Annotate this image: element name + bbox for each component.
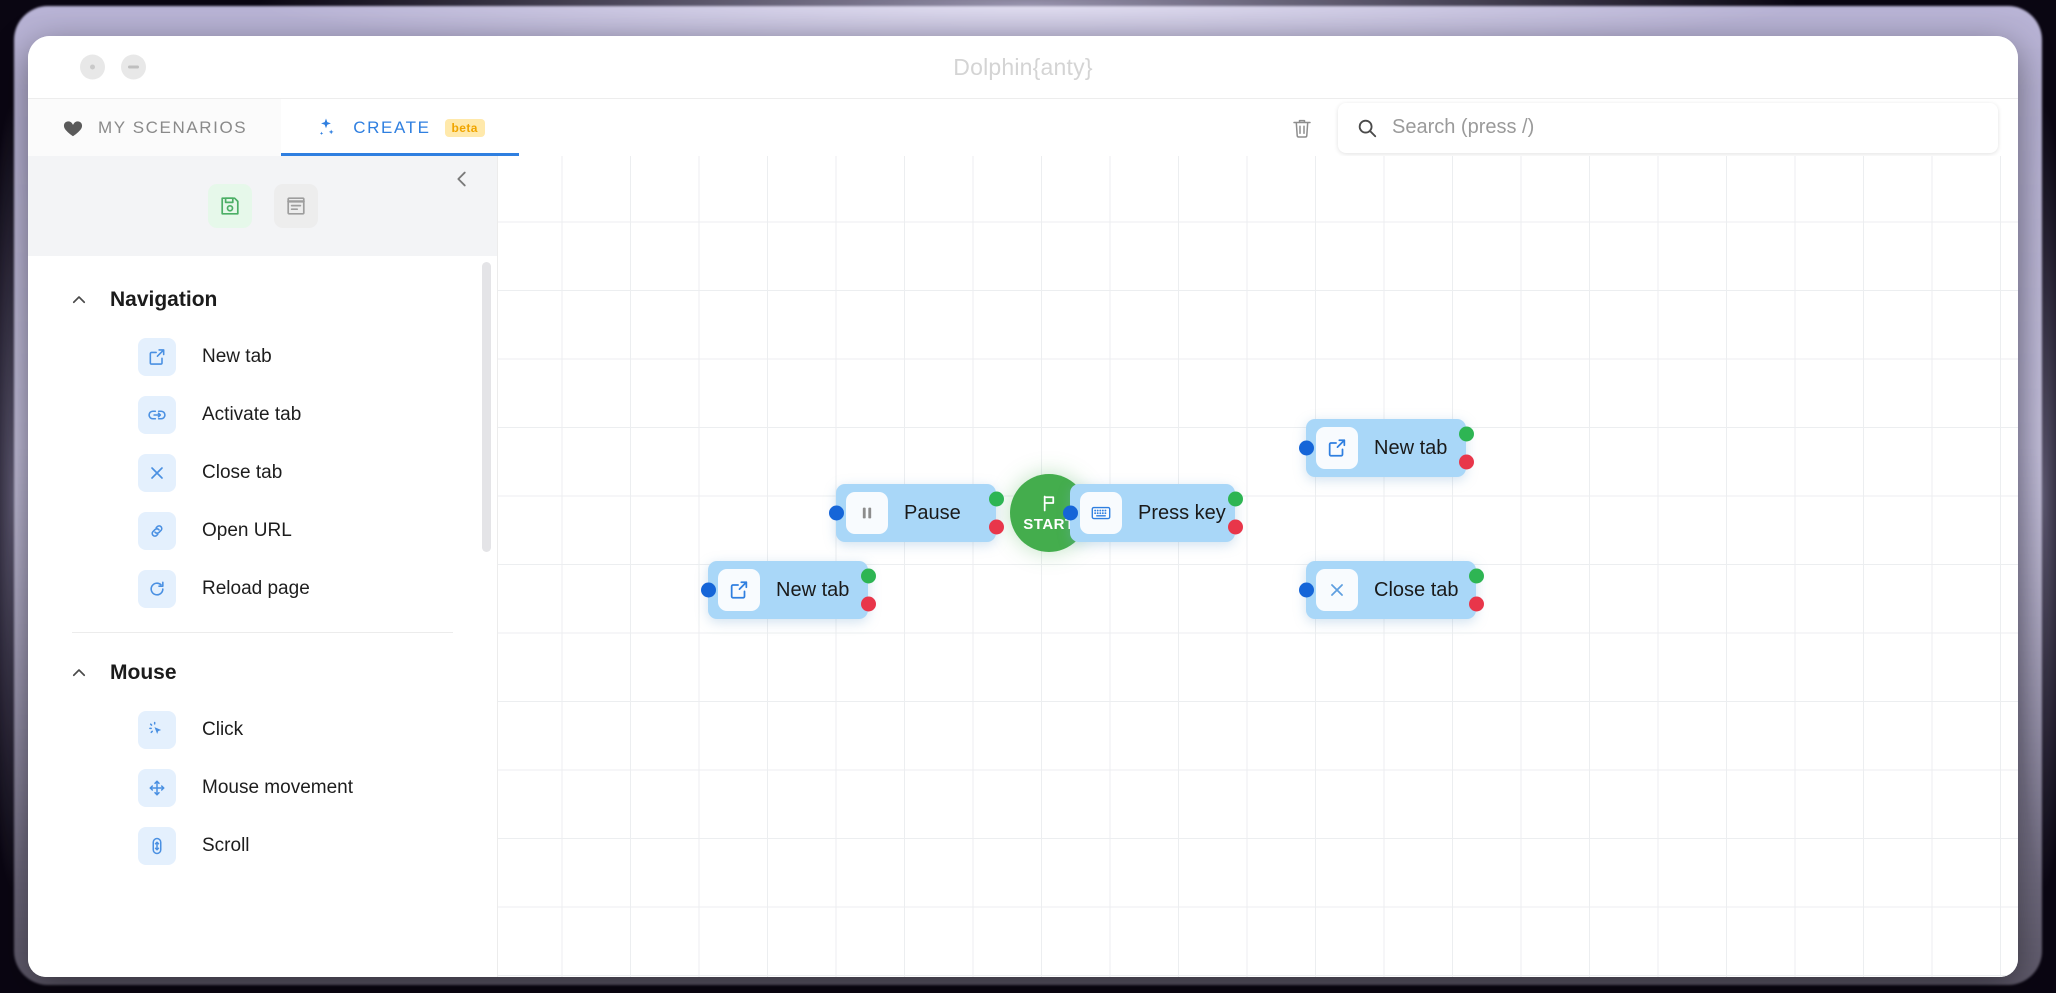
- chevron-up-icon: [70, 291, 88, 309]
- node-close-tab[interactable]: Close tab: [1298, 561, 1484, 619]
- port-output-success[interactable]: [860, 568, 876, 584]
- external-link-icon: [138, 338, 176, 376]
- node-label: Close tab: [1374, 578, 1459, 601]
- sidebar: Navigation New tab Activate tab: [28, 156, 498, 977]
- sparkle-icon: [315, 116, 339, 140]
- port-output-error[interactable]: [988, 519, 1004, 535]
- pause-icon: [846, 492, 888, 534]
- sidebar-item-close-tab[interactable]: Close tab: [28, 444, 497, 502]
- chevron-left-icon[interactable]: [445, 162, 479, 196]
- port-output-success[interactable]: [1227, 491, 1243, 507]
- sidebar-section-mouse: Mouse Click Mouse movement: [28, 639, 497, 881]
- sidebar-item-scroll[interactable]: Scroll: [28, 817, 497, 875]
- scroll-vertical-icon: [138, 827, 176, 865]
- node-label: New tab: [776, 578, 850, 601]
- port-output-success[interactable]: [1468, 568, 1484, 584]
- section-divider: [72, 632, 453, 633]
- sidebar-item-open-url[interactable]: Open URL: [28, 502, 497, 560]
- title-bar: Dolphin{anty}: [28, 36, 2018, 98]
- heart-icon: [62, 117, 84, 139]
- port-input[interactable]: [1062, 505, 1078, 521]
- sidebar-item-new-tab[interactable]: New tab: [28, 328, 497, 386]
- beta-badge: beta: [444, 118, 485, 137]
- save-scenario-button[interactable]: [207, 184, 252, 228]
- sidebar-scrollbar-thumb[interactable]: [482, 262, 491, 552]
- section-header-mouse[interactable]: Mouse: [28, 639, 497, 701]
- external-link-icon: [718, 569, 760, 611]
- sidebar-item-label: Mouse movement: [202, 777, 354, 798]
- flow-edges: [498, 156, 798, 306]
- port-output-error[interactable]: [1468, 596, 1484, 612]
- node-press-key[interactable]: Press key: [1062, 484, 1243, 542]
- sidebar-item-label: Open URL: [202, 520, 292, 541]
- minimize-dash-icon: [128, 65, 139, 69]
- app-window: Dolphin{anty} MY SCENARIOS CREATE beta: [28, 36, 2018, 977]
- close-x-icon: [138, 454, 176, 492]
- sidebar-item-activate-tab[interactable]: Activate tab: [28, 386, 497, 444]
- main-body: Navigation New tab Activate tab: [28, 156, 2018, 977]
- port-output-error[interactable]: [1227, 519, 1243, 535]
- sidebar-section-navigation: Navigation New tab Activate tab: [28, 266, 497, 639]
- top-bar-actions: [1284, 99, 2018, 156]
- external-link-icon: [1316, 427, 1358, 469]
- sidebar-item-label: New tab: [202, 346, 272, 367]
- chevron-up-icon: [70, 664, 88, 682]
- tab-my-scenarios-label: MY SCENARIOS: [98, 117, 248, 137]
- window-controls: [80, 54, 146, 80]
- sidebar-item-label: Click: [202, 719, 244, 740]
- window-minimize-button[interactable]: [121, 54, 146, 80]
- window-close-button[interactable]: [80, 54, 105, 80]
- section-title-mouse: Mouse: [110, 661, 177, 684]
- section-header-navigation[interactable]: Navigation: [28, 266, 497, 328]
- port-output-success[interactable]: [988, 491, 1004, 507]
- node-label: Pause: [904, 501, 961, 524]
- cursor-click-icon: [138, 711, 176, 749]
- tab-create-label: CREATE: [353, 117, 431, 137]
- port-output-error[interactable]: [860, 596, 876, 612]
- search-input[interactable]: [1392, 116, 1980, 139]
- node-new-tab-2[interactable]: New tab: [1298, 419, 1474, 477]
- node-pause[interactable]: Pause: [828, 484, 1004, 542]
- flow-canvas[interactable]: START New tab Pause: [498, 156, 2018, 977]
- page-title: Dolphin{anty}: [953, 53, 1093, 80]
- port-input[interactable]: [1298, 582, 1314, 598]
- search-icon: [1356, 117, 1378, 139]
- sidebar-scrollbar[interactable]: [482, 256, 491, 977]
- top-bar: MY SCENARIOS CREATE beta: [28, 98, 2018, 156]
- sidebar-toolbar: [28, 156, 497, 256]
- close-dot-icon: [90, 64, 95, 70]
- sidebar-item-label: Reload page: [202, 578, 310, 599]
- notes-button[interactable]: [273, 184, 318, 228]
- sidebar-item-label: Close tab: [202, 462, 283, 483]
- port-input[interactable]: [700, 582, 716, 598]
- save-floppy-icon: [218, 194, 242, 218]
- trash-icon[interactable]: [1284, 110, 1320, 146]
- tab-my-scenarios[interactable]: MY SCENARIOS: [28, 99, 282, 156]
- port-input[interactable]: [828, 505, 844, 521]
- move-arrows-icon: [138, 769, 176, 807]
- sidebar-scroll-area[interactable]: Navigation New tab Activate tab: [28, 256, 497, 977]
- section-title-navigation: Navigation: [110, 288, 218, 311]
- tab-create[interactable]: CREATE beta: [281, 99, 519, 156]
- link-arrow-icon: [138, 396, 176, 434]
- node-label: New tab: [1374, 436, 1448, 459]
- search-box[interactable]: [1338, 102, 1998, 153]
- node-label: Press key: [1138, 501, 1226, 524]
- node-new-tab-1[interactable]: New tab: [700, 561, 876, 619]
- sidebar-item-label: Activate tab: [202, 404, 302, 425]
- port-output-success[interactable]: [1458, 426, 1474, 442]
- node-start-label: START: [1023, 516, 1075, 533]
- port-output-error[interactable]: [1458, 454, 1474, 470]
- port-input[interactable]: [1298, 440, 1314, 456]
- flag-icon: [1039, 493, 1060, 514]
- chain-link-icon: [138, 512, 176, 550]
- sidebar-item-click[interactable]: Click: [28, 701, 497, 759]
- close-x-icon: [1316, 569, 1358, 611]
- reload-refresh-icon: [138, 570, 176, 608]
- sidebar-item-reload-page[interactable]: Reload page: [28, 560, 497, 618]
- sidebar-item-mouse-movement[interactable]: Mouse movement: [28, 759, 497, 817]
- sidebar-item-label: Scroll: [202, 835, 250, 856]
- keyboard-icon: [1080, 492, 1122, 534]
- notes-document-icon: [284, 194, 308, 218]
